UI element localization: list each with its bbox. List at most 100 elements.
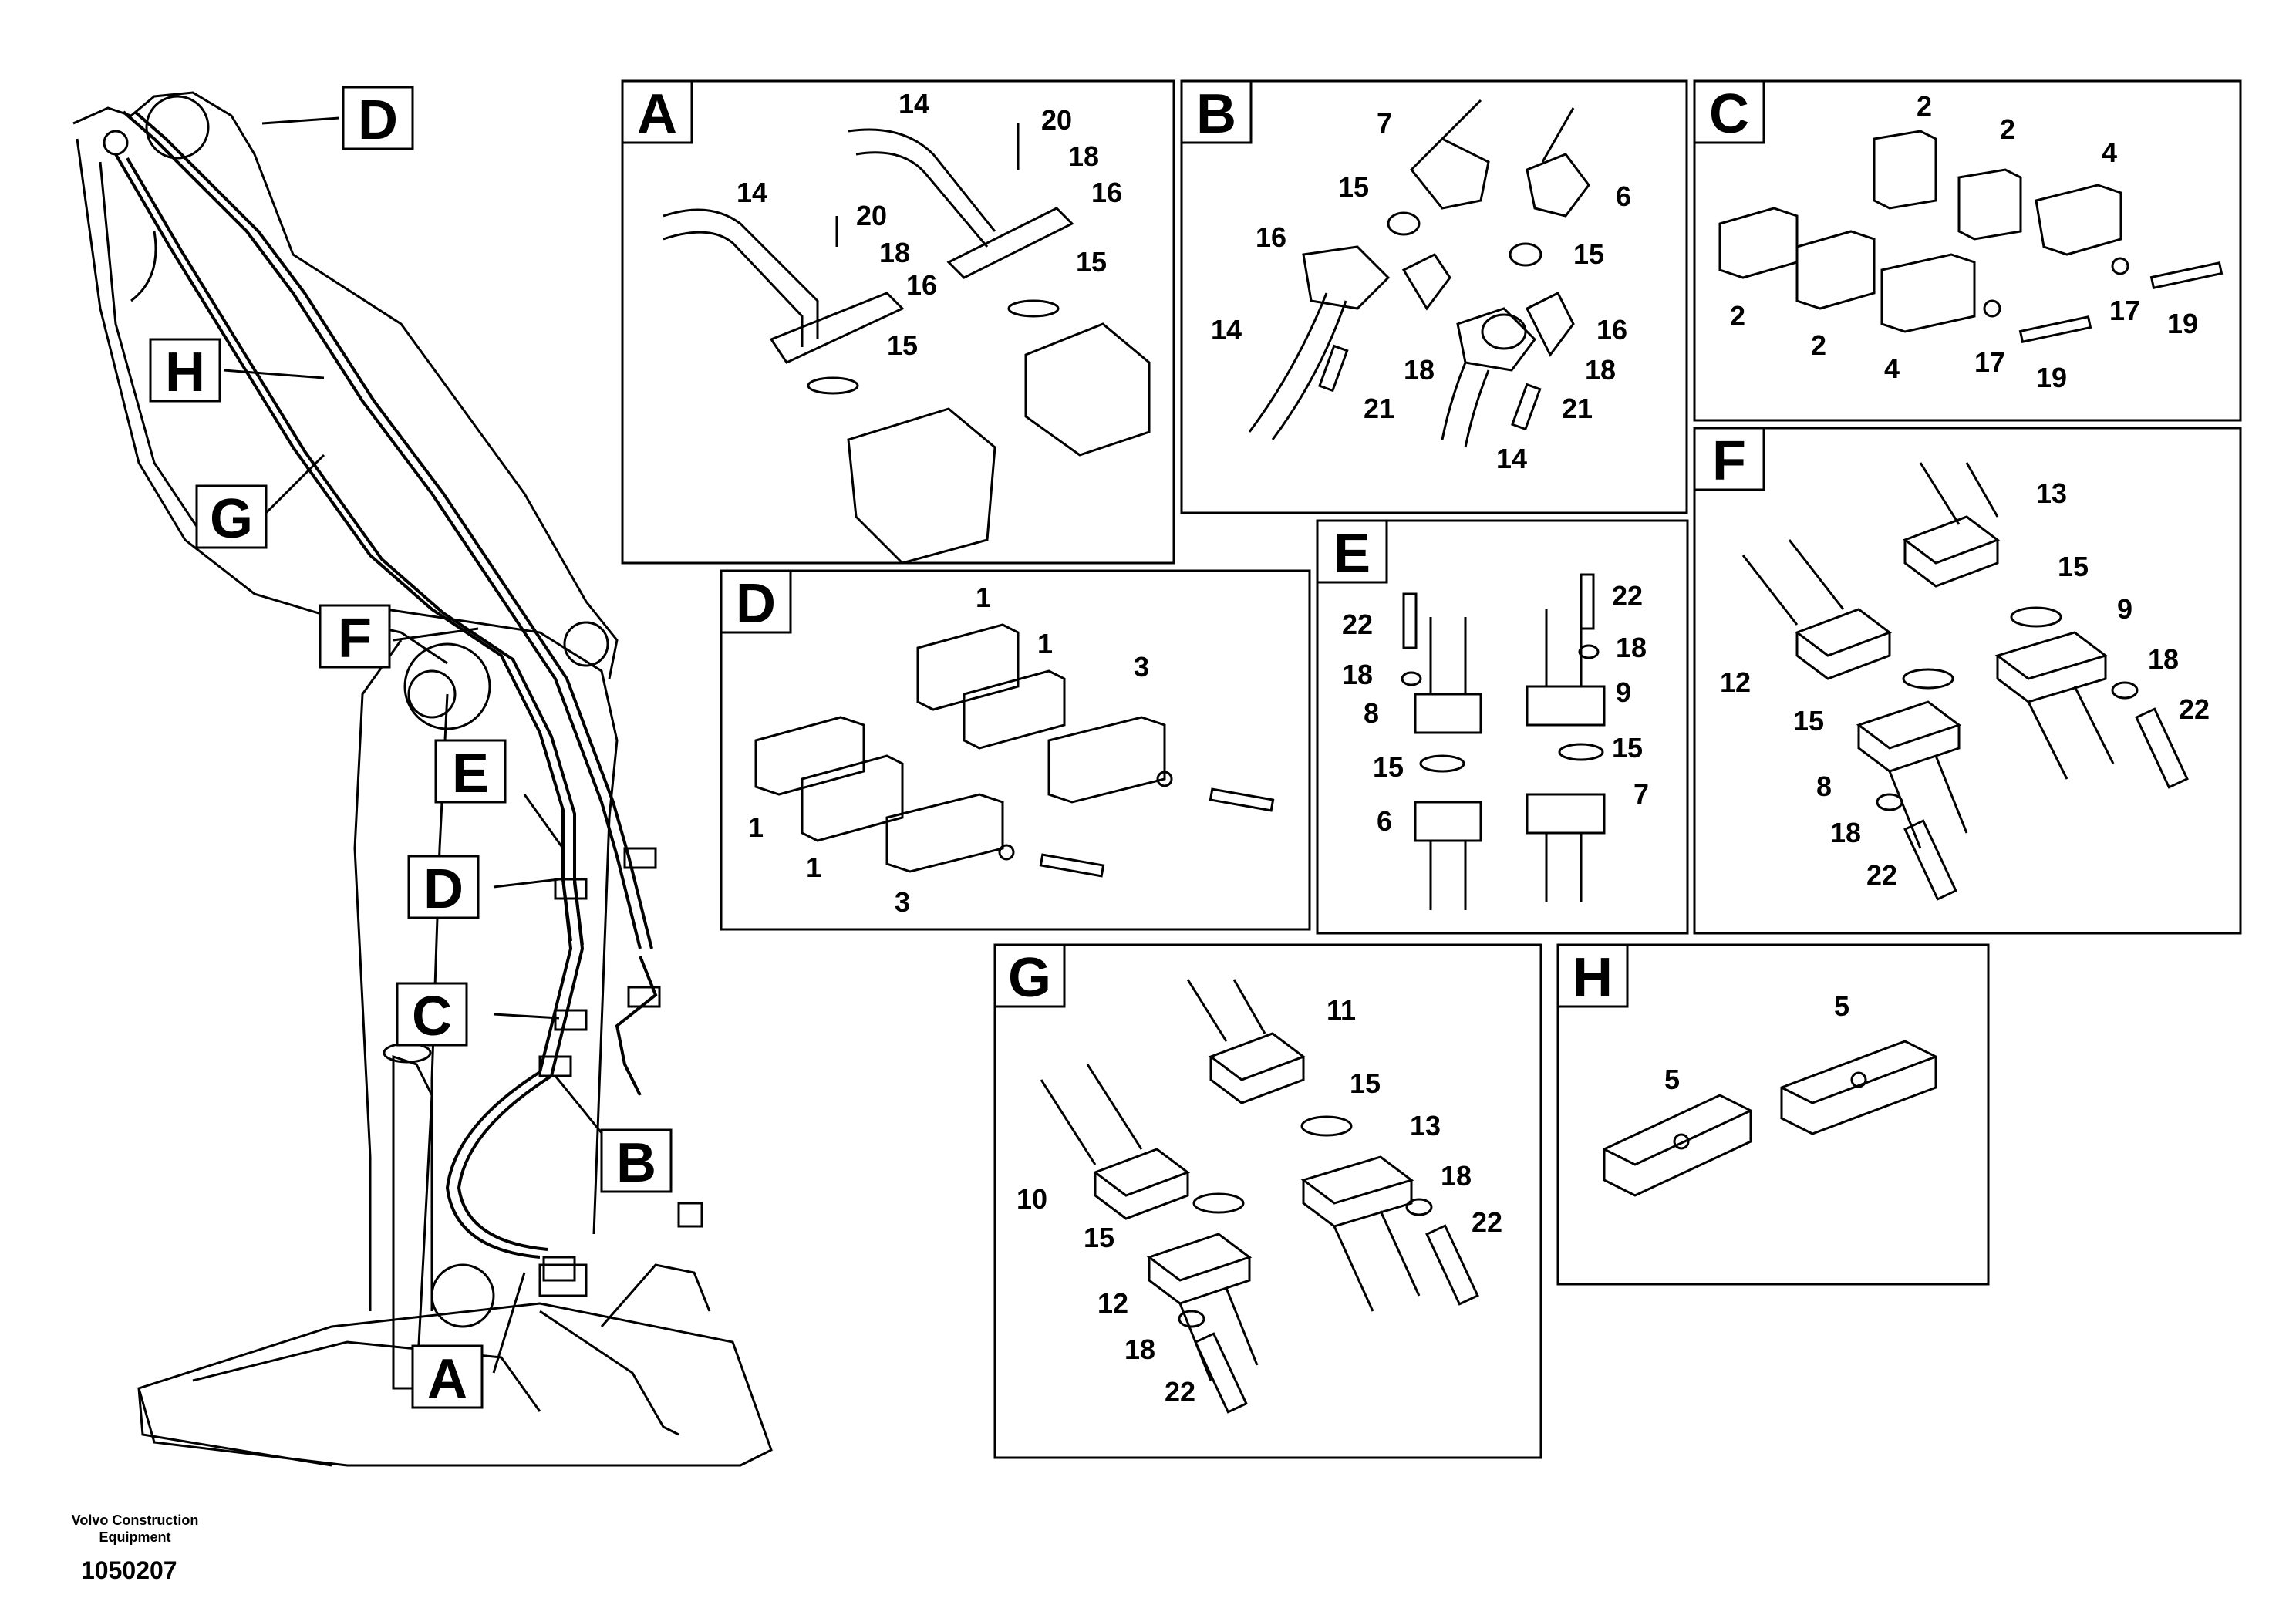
part-number: 19 [2167, 308, 2198, 339]
panel-C-part-numbers: 2 2 4 2 2 4 17 17 19 19 [1730, 90, 2198, 393]
panel-G-part-numbers: 11 15 13 18 22 10 15 12 18 22 [1017, 994, 1502, 1408]
panel-H-frame [1556, 943, 1990, 1286]
part-number: 18 [879, 237, 910, 268]
callout-F: F [338, 608, 372, 669]
panel-D-title: D [736, 573, 776, 635]
panel-E-part-numbers: 22 22 18 18 8 9 15 15 6 7 [1342, 580, 1649, 837]
callout-C: C [412, 986, 452, 1047]
panel-G-title: G [1008, 947, 1051, 1009]
part-number: 14 [899, 88, 929, 120]
panel-B-title: B [1196, 83, 1236, 145]
part-number: 1 [976, 582, 991, 613]
drawing-number: 1050207 [81, 1556, 177, 1584]
part-number: 2 [1730, 300, 1745, 332]
panel-C-frame [1693, 79, 2242, 422]
part-number: 1 [748, 811, 764, 843]
part-number: 3 [895, 886, 910, 918]
part-number: 6 [1377, 805, 1392, 837]
part-number: 15 [887, 329, 918, 361]
part-number: 11 [1327, 994, 1356, 1026]
panel-E-drawing [1401, 573, 1606, 910]
footer-company: Volvo Construction Equipment [71, 1512, 199, 1545]
part-number: 22 [1342, 609, 1373, 640]
part-number: 17 [1974, 346, 2005, 378]
part-number: 15 [1350, 1067, 1381, 1099]
part-number: 16 [906, 269, 937, 301]
part-number: 2 [1811, 329, 1826, 361]
part-number: 7 [1633, 778, 1649, 810]
panel-D-part-numbers: 1 1 3 1 1 3 [748, 582, 1149, 918]
part-number: 21 [1364, 393, 1394, 424]
part-number: 15 [1084, 1222, 1114, 1253]
part-number: 1 [1037, 628, 1053, 659]
panel-C-drawing [1718, 130, 2224, 343]
part-number: 13 [1410, 1110, 1441, 1141]
part-number: 15 [2058, 551, 2089, 582]
part-number: 2 [2000, 113, 2015, 145]
part-number: 15 [1612, 732, 1643, 764]
part-number: 22 [1866, 859, 1897, 891]
part-number: 21 [1562, 393, 1593, 424]
part-number: 15 [1573, 238, 1604, 270]
panel-B-part-numbers: 7 6 15 15 16 16 14 18 18 21 21 14 [1211, 107, 1631, 474]
excavator-boom-drawing [72, 91, 773, 1467]
part-number: 13 [2036, 477, 2067, 509]
part-number: 22 [1472, 1206, 1502, 1238]
panel-B-frame [1180, 79, 1688, 514]
panel-F-title: F [1712, 430, 1746, 492]
part-number: 1 [806, 851, 821, 883]
panel-C-title: C [1709, 83, 1749, 145]
panel-A-frame [621, 79, 1175, 565]
part-number: 7 [1377, 107, 1392, 139]
panel-A-drawing [663, 123, 1151, 565]
callout-A: A [427, 1348, 467, 1410]
part-number: 19 [2036, 362, 2067, 393]
part-number: 16 [1091, 177, 1122, 208]
part-number: 2 [1917, 90, 1932, 122]
part-number: 16 [1596, 314, 1627, 346]
part-number: 20 [1041, 104, 1072, 136]
part-number: 5 [1664, 1064, 1680, 1095]
part-number: 18 [1616, 632, 1647, 663]
panel-A-title: A [637, 83, 677, 145]
part-number: 18 [1342, 659, 1373, 690]
part-number: 8 [1816, 771, 1832, 802]
panel-G-drawing [1040, 979, 1479, 1414]
part-number: 18 [1441, 1160, 1472, 1192]
part-number: 3 [1134, 651, 1149, 683]
part-number: 22 [1165, 1376, 1195, 1408]
callout-G: G [210, 488, 253, 550]
part-number: 14 [737, 177, 767, 208]
part-number: 18 [1068, 140, 1099, 172]
panel-F-frame [1693, 427, 2242, 935]
part-number: 12 [1720, 666, 1751, 698]
part-number: 4 [2102, 137, 2117, 168]
panel-D-drawing [754, 623, 1275, 878]
part-number: 8 [1364, 697, 1379, 729]
part-number: 18 [2148, 643, 2179, 675]
part-number: 10 [1017, 1183, 1047, 1215]
part-number: 18 [1124, 1334, 1155, 1365]
part-number: 9 [1616, 676, 1631, 708]
callout-H: H [165, 342, 205, 403]
part-number: 18 [1585, 354, 1616, 386]
part-number: 15 [1373, 751, 1404, 783]
panel-H-drawing [1603, 1040, 1937, 1197]
panel-B-drawing [1248, 99, 1590, 448]
part-number: 14 [1496, 443, 1527, 474]
part-number: 12 [1097, 1287, 1128, 1319]
part-number: 4 [1884, 352, 1900, 384]
panel-E-title: E [1333, 523, 1371, 585]
part-number: 6 [1616, 180, 1631, 212]
part-number: 17 [2109, 295, 2140, 326]
panel-E-frame [1316, 519, 1689, 935]
part-number: 20 [856, 200, 887, 231]
callout-D-mid: D [423, 858, 464, 920]
part-number: 18 [1830, 817, 1861, 848]
panel-D-frame [720, 569, 1311, 931]
callout-E: E [452, 743, 489, 804]
leader-lines [223, 116, 607, 1374]
panel-F-part-numbers: 13 15 9 18 22 12 15 8 18 22 [1720, 477, 2210, 891]
part-number: 18 [1404, 354, 1435, 386]
